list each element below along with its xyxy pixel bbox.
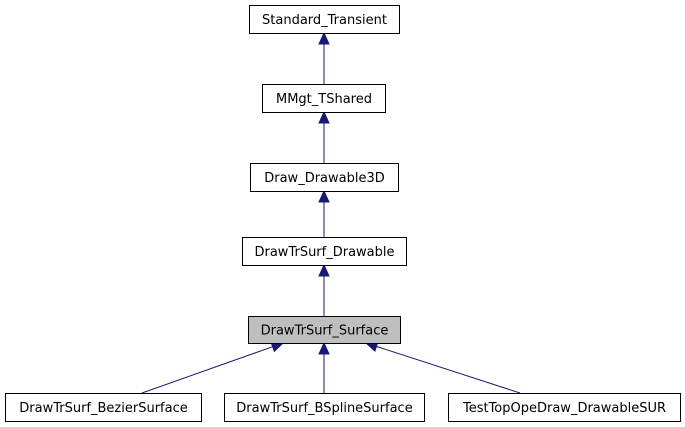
class-box	[448, 393, 681, 422]
class-node-mmgt-tshared[interactable]: MMgt_TShared	[262, 84, 386, 113]
edge-line	[376, 345, 521, 394]
class-label: Standard_Transient	[262, 13, 387, 28]
inheritance-edge	[318, 110, 330, 163]
class-box	[262, 84, 386, 113]
class-box	[248, 316, 401, 344]
class-box	[224, 393, 425, 422]
inheritance-edge	[318, 189, 330, 237]
class-label: DrawTrSurf_Surface	[261, 324, 389, 339]
class-box	[250, 163, 399, 192]
class-node-drawtrsurf-surface: DrawTrSurf_Surface	[248, 316, 401, 344]
class-node-draw-drawable3d[interactable]: Draw_Drawable3D	[250, 163, 399, 192]
class-label: MMgt_TShared	[276, 92, 372, 107]
inheritance-edge	[318, 31, 330, 84]
class-label: Draw_Drawable3D	[264, 171, 385, 186]
class-label: DrawTrSurf_BSplineSurface	[236, 401, 412, 416]
inheritance-edge	[141, 341, 285, 394]
edge-line	[141, 346, 273, 394]
class-node-drawtrsurf-drawable[interactable]: DrawTrSurf_Drawable	[242, 237, 407, 266]
class-node-standard-transient[interactable]: Standard_Transient	[249, 5, 400, 34]
class-label: DrawTrSurf_Drawable	[254, 245, 394, 260]
arrowhead-icon	[318, 189, 330, 203]
inheritance-edge	[318, 341, 330, 393]
nodes-layer: Standard_TransientMMgt_TSharedDraw_Drawa…	[5, 5, 681, 422]
arrowhead-icon	[318, 31, 330, 45]
arrowhead-icon	[318, 110, 330, 124]
class-node-testtopopedraw-drawablesur[interactable]: TestTopOpeDraw_DrawableSUR	[448, 393, 681, 422]
class-node-drawtrsurf-beziersurface[interactable]: DrawTrSurf_BezierSurface	[5, 393, 202, 422]
class-box	[242, 237, 407, 266]
arrowhead-icon	[318, 341, 330, 355]
edges-layer	[141, 31, 521, 394]
class-box	[249, 5, 400, 34]
inheritance-edge	[318, 263, 330, 316]
arrowhead-icon	[318, 263, 330, 277]
inheritance-edge	[364, 341, 521, 394]
class-box	[5, 393, 202, 422]
class-node-drawtrsurf-bsplinesurface[interactable]: DrawTrSurf_BSplineSurface	[224, 393, 425, 422]
class-label: DrawTrSurf_BezierSurface	[19, 401, 187, 416]
class-label: TestTopOpeDraw_DrawableSUR	[462, 401, 666, 416]
